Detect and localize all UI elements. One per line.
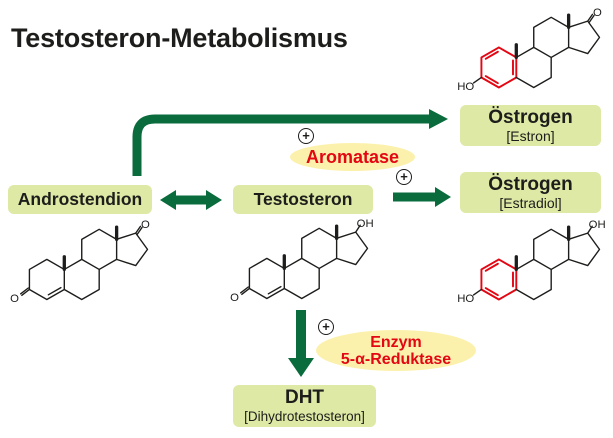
plus-glyph: + — [400, 169, 408, 184]
testosterone-structure: O OH — [230, 219, 374, 304]
ho-label: HO — [457, 293, 474, 305]
arrow-androstendion-to-estron — [132, 109, 448, 176]
estron-sublabel: [Estron] — [506, 128, 555, 144]
o-label: O — [10, 293, 19, 305]
plus-circle-icon: + — [396, 169, 412, 185]
oh-label: OH — [589, 220, 606, 231]
page-title: Testosteron-Metabolismus — [11, 23, 348, 53]
androstendione-structure: O O — [10, 220, 150, 305]
node-estrogen-estradiol: Östrogen [Estradiol] — [460, 172, 601, 213]
aromatase-text: Aromatase — [305, 146, 400, 167]
o-label: O — [593, 8, 602, 19]
estrone-structure: HO O — [457, 8, 602, 93]
estradiol-sublabel: [Estradiol] — [499, 195, 562, 211]
plus-glyph: + — [322, 319, 330, 334]
node-dht: DHT [Dihydrotestosteron] — [233, 385, 376, 427]
dht-label: DHT — [284, 387, 325, 408]
plus-circle-icon: + — [318, 319, 334, 335]
reduktase-line2: 5-α-Reduktase — [340, 350, 452, 368]
estradiol-structure: HO OH — [457, 220, 606, 305]
aromatase-enzyme-label: Aromatase — [290, 143, 415, 171]
reduktase-line1: Enzym — [370, 333, 422, 351]
dht-sublabel: [Dihydrotestosteron] — [244, 409, 365, 424]
node-testosteron: Testosteron — [233, 185, 373, 214]
o-label: O — [230, 292, 239, 304]
arrow-testosteron-to-dht — [288, 310, 314, 377]
plus-circle-icon: + — [298, 128, 314, 144]
androstendion-label: Androstendion — [17, 189, 143, 209]
o-label: O — [141, 220, 150, 231]
arrow-androstendion-testosteron-double — [160, 190, 222, 210]
node-androstendion: Androstendion — [8, 185, 152, 214]
plus-glyph: + — [302, 128, 310, 143]
testosteron-label: Testosteron — [253, 189, 353, 209]
estrogen-label: Östrogen — [488, 107, 573, 128]
arrow-testosteron-to-estradiol — [393, 187, 451, 207]
node-estrogen-estron: Östrogen [Estron] — [460, 105, 601, 146]
estrogen-label: Östrogen — [488, 174, 573, 195]
ho-label: HO — [457, 81, 474, 93]
oh-label: OH — [357, 219, 374, 230]
reduktase-enzyme-label: Enzym 5-α-Reduktase — [316, 330, 476, 371]
